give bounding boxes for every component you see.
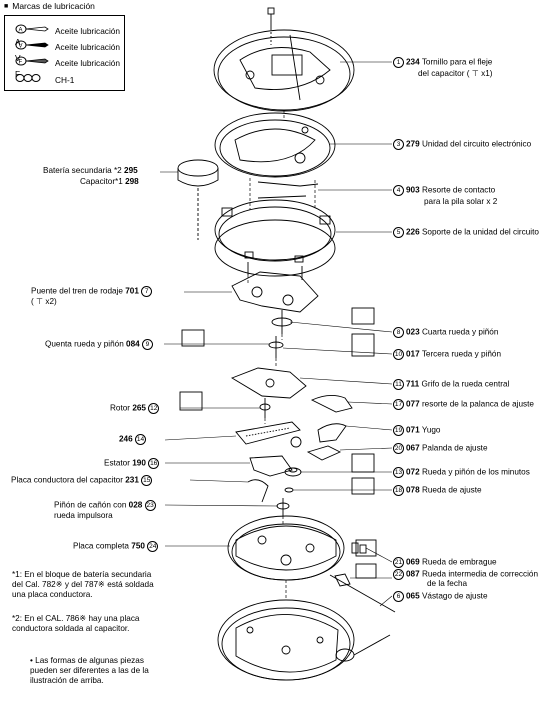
label-contact-spring-2: para la pila solar x 2 xyxy=(424,197,498,206)
cannon-pinion xyxy=(276,498,290,516)
third-wheel xyxy=(268,336,284,358)
footnote-1: *1: En el bloque de batería secundaria d… xyxy=(12,570,154,600)
stator xyxy=(249,455,293,477)
label-stator: Estator 190 16 xyxy=(104,458,160,469)
yoke xyxy=(317,423,347,443)
legend-label: CH-1 xyxy=(55,75,75,85)
left-leader-lines xyxy=(160,171,279,547)
crown-and-stem xyxy=(329,574,396,662)
capacitor-conductor-plate xyxy=(247,479,269,503)
fourth-wheel xyxy=(271,310,293,334)
oil-f-icon: F xyxy=(15,56,55,69)
oil-v-icon: V xyxy=(15,40,55,53)
right-leader-lines xyxy=(282,61,393,607)
center-wheel-bridge xyxy=(230,367,307,399)
label-date-corrector-2: de la fecha xyxy=(427,579,468,588)
label-coil-246: 246 14 xyxy=(119,434,146,445)
footnote-3: • Las formas de algunas piezas pueden se… xyxy=(30,656,149,686)
circuit-holder xyxy=(214,199,336,277)
label-main-plate: Placa completa 750 24 xyxy=(73,541,159,552)
legend-label: Aceite lubricación F xyxy=(15,58,121,79)
setting-wheel xyxy=(284,487,294,493)
label-fifth-wheel: Quenta rueda y piñón 084 9 xyxy=(45,339,155,350)
dial-side-plate xyxy=(217,599,355,681)
lubrication-callouts xyxy=(179,307,377,579)
minute-wheel xyxy=(284,467,302,477)
grease-ch1-icon xyxy=(15,73,55,86)
label-cannon-pinion: Piñón de cañón con 028 23 xyxy=(54,500,156,511)
svg-text:V: V xyxy=(19,44,23,50)
main-plate xyxy=(227,515,345,581)
train-wheel-bridge xyxy=(231,262,319,313)
label-secondary-battery: Batería secundaria *2 295 xyxy=(43,166,138,175)
secondary-battery xyxy=(177,159,219,240)
footnote-2: *2: En el CAL. 786※ hay una placa conduc… xyxy=(12,614,140,634)
svg-text:F: F xyxy=(19,60,23,66)
label-capacitor-spring-screw-2: del capacitor ( ⊤ x1) xyxy=(418,69,493,78)
setting-lever xyxy=(306,445,342,461)
coil-block xyxy=(235,421,302,448)
legend-item-ch1: CH-1 xyxy=(15,73,75,86)
contact-springs xyxy=(257,181,319,187)
circuit-unit xyxy=(214,112,336,178)
label-capacitor-conductor: Placa conductora del capacitor 231 15 xyxy=(11,475,153,486)
label-train-bridge: Puente del tren de rodaje 701 7 xyxy=(31,286,154,297)
top-spring-plate xyxy=(213,29,355,112)
svg-text:A: A xyxy=(19,28,23,34)
screw-234 xyxy=(267,7,275,45)
label-train-bridge-2: ( ⊤ x2) xyxy=(31,297,57,306)
label-capacitor: Capacitor*1 298 xyxy=(80,177,139,186)
oil-a-icon: A xyxy=(15,24,55,37)
rotor xyxy=(259,398,271,418)
label-rotor: Rotor 265 12 xyxy=(110,403,160,414)
setting-lever-spring xyxy=(310,395,353,413)
date-corrector-wheel xyxy=(334,573,351,587)
legend-title: Marcas de lubricación xyxy=(4,1,95,11)
clutch-wheel xyxy=(351,542,367,554)
label-cannon-pinion-2: rueda impulsora xyxy=(54,511,113,520)
